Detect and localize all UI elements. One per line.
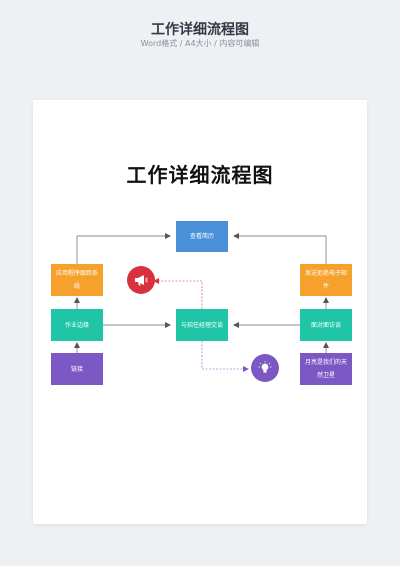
node-view-resume: 查看简历 (176, 221, 228, 252)
connector-lines (74, 233, 329, 372)
header-subtitle: Word格式 / A4大小 / 内容可编辑 (140, 39, 260, 48)
node-satellite: 月亮是我们的天然卫星 (300, 353, 352, 385)
document-title: 工作详细流程图 (126, 163, 274, 187)
connector-manager-to-lightbulb (201, 341, 249, 372)
document-page: 工作详细流程图 查看简 (33, 100, 367, 524)
node-operations: 作业边缘 (51, 309, 103, 341)
node-link: 链接 (51, 353, 103, 385)
node-hiring-manager: 与招任经理交谈 (176, 309, 228, 341)
connector-apply-to-resume (76, 233, 171, 264)
node-send-email: 发送拒绝电子邮件 (300, 264, 352, 296)
header-title: 工作详细流程图 (151, 22, 249, 38)
lightbulb-icon (251, 354, 279, 382)
megaphone-icon (127, 266, 155, 294)
connector-email-to-resume (233, 233, 327, 264)
node-interview: 面对面访谈 (300, 309, 352, 341)
node-apply-system: 应用程序跟踪系统 (51, 264, 103, 296)
connector-manager-to-megaphone (153, 278, 203, 309)
